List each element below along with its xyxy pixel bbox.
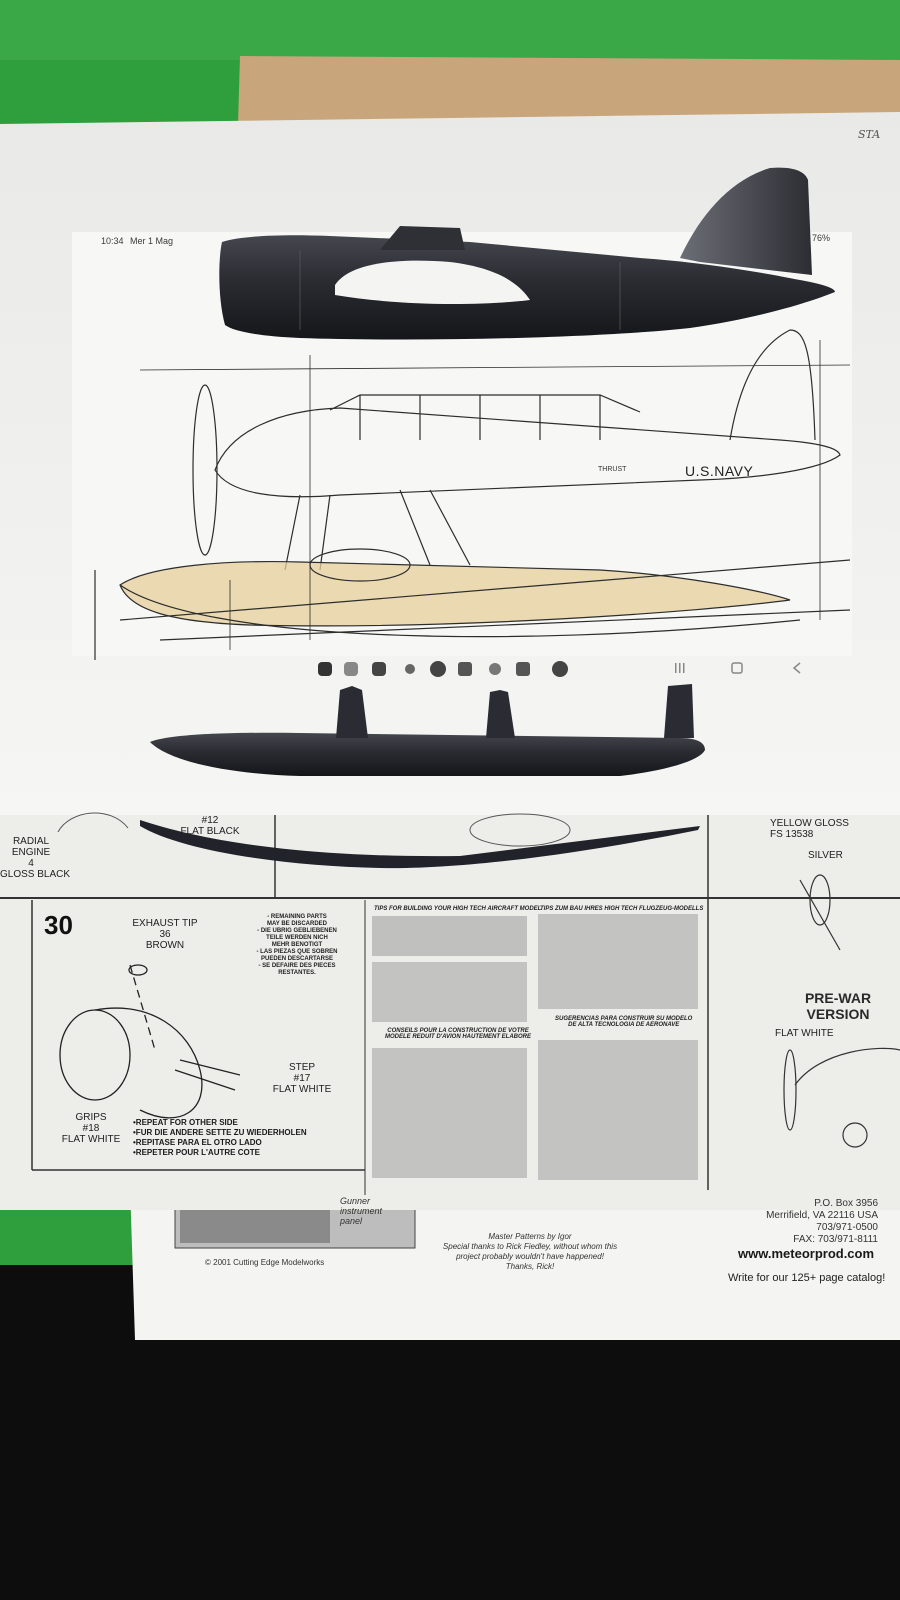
conseils-heading: CONSEILS POUR LA CONSTRUCTION DE VOTRE M… xyxy=(385,1028,531,1040)
engine-label: RADIAL ENGINE 4 GLOSS BLACK xyxy=(0,836,71,880)
flat-white-label: FLAT WHITE xyxy=(775,1028,834,1039)
grips-label: GRIPS #18 FLAT WHITE xyxy=(61,1112,121,1145)
green-mat-light xyxy=(0,0,900,60)
flat-black-label: #12 FLAT BLACK xyxy=(180,815,240,837)
tips-heading-de: TIPS ZUM BAU IHRES HIGH TECH FLUGZEUG-MO… xyxy=(540,906,704,912)
cardboard-sheet xyxy=(238,56,900,124)
nav-icon-9 xyxy=(552,661,568,677)
nav-icon-7 xyxy=(489,663,501,675)
tablet-nav-bar xyxy=(318,661,801,677)
repeat-instructions: •REPEAT FOR OTHER SIDE •FUR DIE ANDERE S… xyxy=(133,1118,307,1157)
nav-back-icon xyxy=(792,662,801,674)
float-body xyxy=(150,732,705,776)
float-strut-2 xyxy=(486,690,515,738)
exhaust-tip-label: EXHAUST TIP 36 BROWN xyxy=(132,918,198,951)
catalog-text: Write for our 125+ page catalog! xyxy=(728,1272,886,1284)
thrust-label: THRUST xyxy=(598,466,627,473)
fuselage-tail-fin xyxy=(680,167,812,275)
plan-drawing xyxy=(94,329,851,660)
plan-fuselage xyxy=(214,407,841,498)
status-time: 10:34 xyxy=(101,236,124,246)
tips-text-blocks xyxy=(372,914,698,1180)
us-navy-marking: U.S.NAVY xyxy=(685,463,754,479)
nav-icon-3 xyxy=(372,662,386,676)
nav-icon-5 xyxy=(430,661,446,677)
credits-text: Master Patterns by Igor Special thanks t… xyxy=(442,1232,618,1271)
copyright-text: © 2001 Cutting Edge Modelworks xyxy=(205,1258,325,1267)
nav-home-icon xyxy=(731,662,743,674)
gunner-panel-label: Gunner instrument panel xyxy=(340,1196,383,1226)
nav-icon-2 xyxy=(344,662,358,676)
website-link: www.meteorprod.com xyxy=(738,1246,875,1261)
yellow-gloss-label: YELLOW GLOSS FS 13538 xyxy=(770,818,849,840)
step-number: 30 xyxy=(44,910,73,940)
contact-block: P.O. Box 3956 Merrifield, VA 22116 USA 7… xyxy=(766,1198,878,1245)
step-label: STEP #17 FLAT WHITE xyxy=(272,1062,332,1095)
silver-label: SILVER xyxy=(808,850,843,861)
engine-diagram xyxy=(57,812,129,833)
plan-tail xyxy=(729,329,816,441)
float-part xyxy=(150,684,705,776)
nav-icon-1 xyxy=(318,662,332,676)
fuselage-part xyxy=(219,167,836,340)
float-diagram xyxy=(469,813,571,847)
nav-icon-8 xyxy=(516,662,530,676)
fuselage-cutout xyxy=(335,260,530,305)
exhaust-diagram xyxy=(59,964,241,1119)
nav-icon-6 xyxy=(458,662,472,676)
plan-float xyxy=(119,560,791,627)
nav-icon-4 xyxy=(405,664,415,674)
corner-handwriting: STA xyxy=(858,128,881,141)
prewar-diagram xyxy=(783,874,900,1148)
float-strut-1 xyxy=(336,686,368,738)
status-date: Mer 1 Mag xyxy=(130,236,174,246)
float-keel-part xyxy=(140,820,700,869)
float-strut-3 xyxy=(664,684,694,738)
remaining-parts-label: - REMAINING PARTS MAY BE DISCARDED - DIE… xyxy=(256,914,338,976)
fuselage-body xyxy=(219,235,836,340)
sugerencias-heading: SUGERENCIAS PARA CONSTRUIR SU MODELO DE … xyxy=(555,1016,693,1028)
plan-propeller xyxy=(192,384,218,556)
pre-war-heading: PRE-WAR VERSION xyxy=(804,990,872,1022)
tips-heading-en: TIPS FOR BUILDING YOUR HIGH TECH AIRCRAF… xyxy=(374,906,542,912)
fuselage-cockpit-fin xyxy=(380,226,465,250)
status-battery: 76% xyxy=(812,233,831,243)
